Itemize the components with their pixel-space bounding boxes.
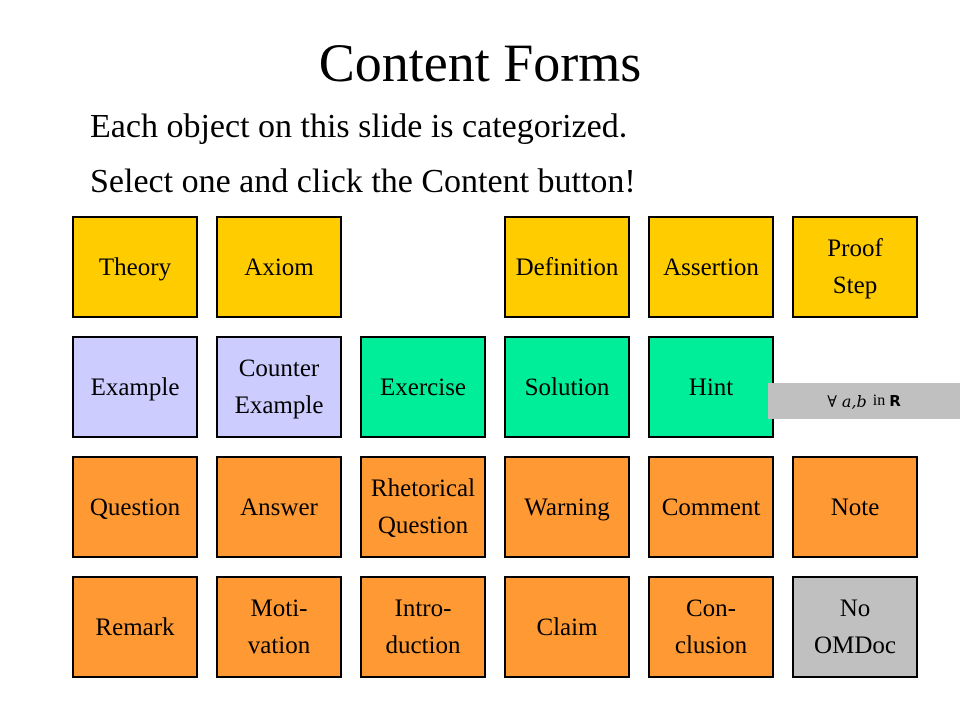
subtitle-line-2: Select one and click the Content button!: [90, 163, 636, 200]
content-box-counter-example[interactable]: Counter Example: [216, 336, 342, 438]
content-box-definition[interactable]: Definition: [504, 216, 630, 318]
content-box-solution[interactable]: Solution: [504, 336, 630, 438]
content-box-exercise[interactable]: Exercise: [360, 336, 486, 438]
content-box-no-omdoc[interactable]: No OMDoc: [792, 576, 918, 678]
content-box-rhetorical-question[interactable]: Rhetorical Question: [360, 456, 486, 558]
content-box-remark[interactable]: Remark: [72, 576, 198, 678]
content-box-question[interactable]: Question: [72, 456, 198, 558]
formula-set: R: [889, 392, 901, 410]
formula-quantifier: ∀ a,b: [827, 391, 867, 411]
content-box-proof-step[interactable]: Proof Step: [792, 216, 918, 318]
content-box-note[interactable]: Note: [792, 456, 918, 558]
content-box-hint[interactable]: Hint: [648, 336, 774, 438]
subtitle-line-1: Each object on this slide is categorized…: [90, 108, 628, 145]
content-box-axiom[interactable]: Axiom: [216, 216, 342, 318]
content-box-warning[interactable]: Warning: [504, 456, 630, 558]
content-box-introduction[interactable]: Intro- duction: [360, 576, 486, 678]
content-box-claim[interactable]: Claim: [504, 576, 630, 678]
formula-in: in: [872, 392, 886, 409]
content-box-comment[interactable]: Comment: [648, 456, 774, 558]
formula-object[interactable]: ∀ a,b in R: [768, 383, 960, 419]
content-box-answer[interactable]: Answer: [216, 456, 342, 558]
content-box-motivation[interactable]: Moti- vation: [216, 576, 342, 678]
slide-title: Content Forms: [318, 33, 642, 93]
content-box-theory[interactable]: Theory: [72, 216, 198, 318]
content-box-conclusion[interactable]: Con- clusion: [648, 576, 774, 678]
content-box-assertion[interactable]: Assertion: [648, 216, 774, 318]
content-box-example[interactable]: Example: [72, 336, 198, 438]
